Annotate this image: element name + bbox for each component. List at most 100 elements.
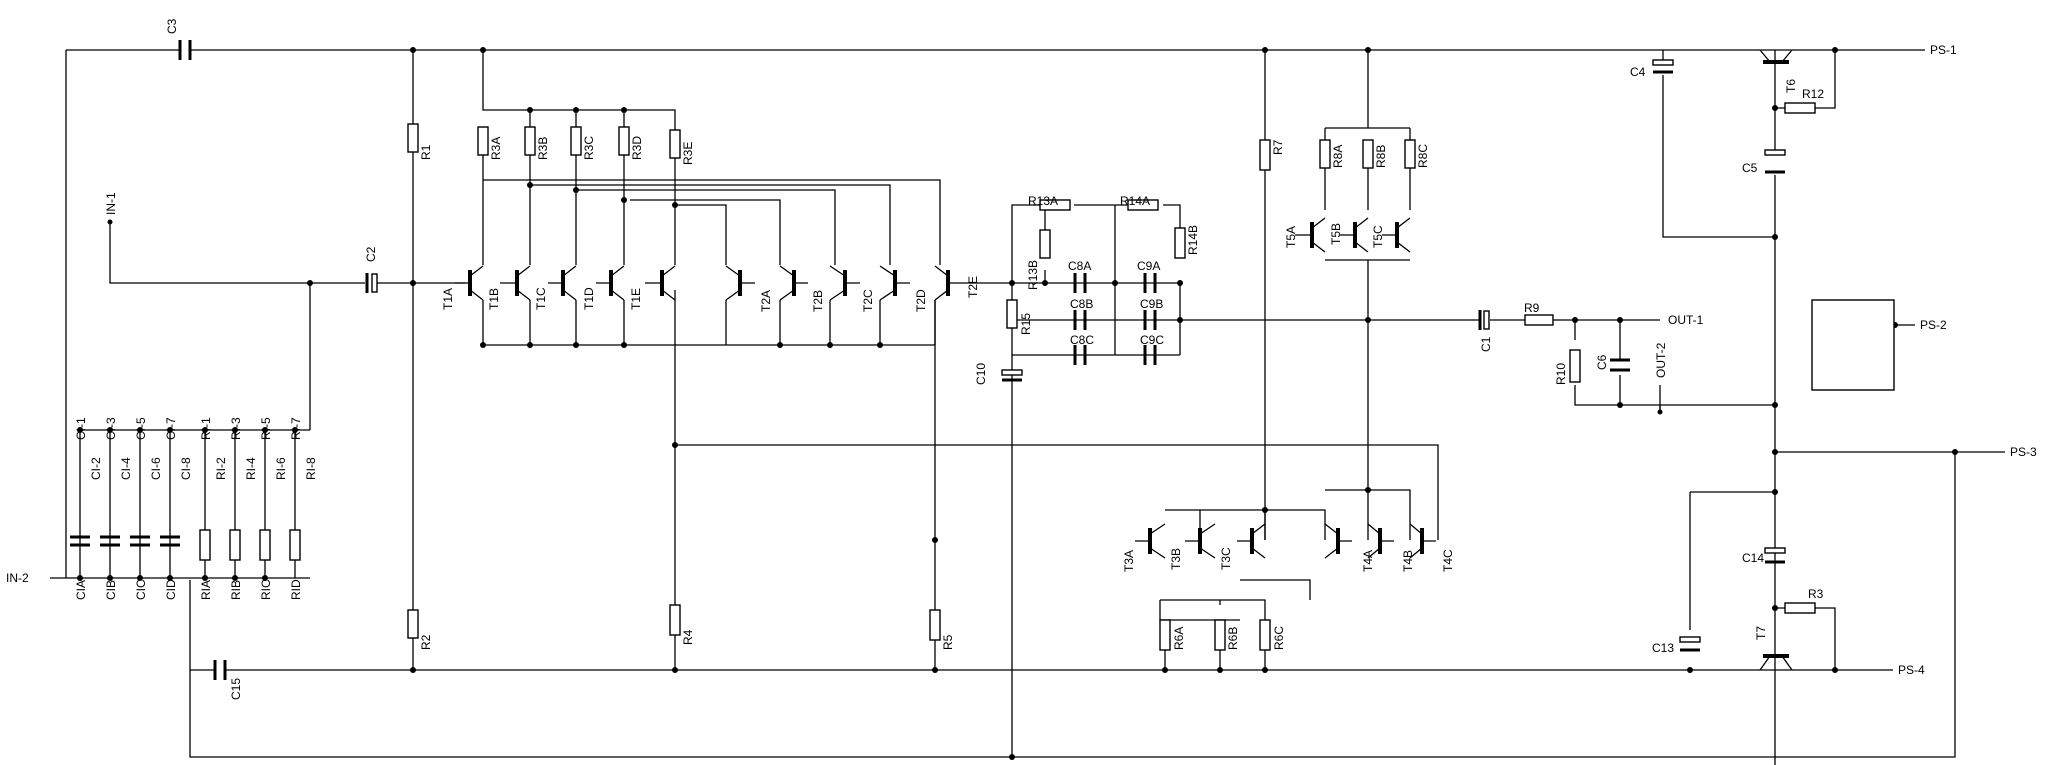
label-t3c: T3C (1219, 547, 1233, 570)
label-rib: RIB (229, 580, 243, 600)
label-c5: C5 (1742, 161, 1758, 175)
resistor-r12 (1784, 102, 1816, 114)
transistor-t5a (1295, 217, 1326, 253)
net-label-ps-4: PS-4 (1898, 663, 1925, 677)
label-ci-7: CI-7 (164, 417, 178, 440)
component-labels: C3 R1 R2 R3A R3B R3C R3D R3E R4 R5 R6A R… (74, 18, 1824, 700)
label-r5: R5 (941, 634, 955, 650)
label-r8b: R8B (1374, 145, 1388, 168)
label-cid: CID (164, 579, 178, 600)
label-c2: C2 (364, 246, 378, 262)
label-c9a: C9A (1137, 259, 1160, 273)
label-r8a: R8A (1331, 145, 1345, 168)
net-label-in-2: IN-2 (6, 571, 29, 585)
label-r10: R10 (1554, 363, 1568, 385)
capacitor-c1 (1478, 310, 1490, 330)
capacitor-c8c (1073, 345, 1087, 365)
label-c15: C15 (229, 678, 243, 700)
transistor-t7 (1759, 654, 1793, 671)
label-c10: C10 (974, 363, 988, 385)
label-r2: R2 (419, 634, 433, 650)
capacitor-c9b (1143, 310, 1157, 330)
label-ci-8: CI-8 (179, 457, 193, 480)
label-r13b: R13B (1026, 260, 1040, 290)
net-label-in-1: IN-1 (104, 192, 118, 215)
capacitor-c6 (1610, 358, 1630, 372)
transistor-t1b (500, 265, 531, 301)
label-cib: CIB (104, 580, 118, 600)
label-ri-5: RI-5 (259, 417, 273, 440)
label-c8b: C8B (1070, 297, 1093, 311)
label-ri-7: RI-7 (289, 417, 303, 440)
label-c3: C3 (165, 18, 179, 34)
resistor-r3c (570, 126, 582, 156)
label-t1c: T1C (534, 287, 548, 310)
resistor-r15 (1006, 299, 1018, 329)
label-t5c: T5C (1371, 225, 1385, 248)
resistor-r10 (1569, 349, 1581, 383)
label-r6c: R6C (1272, 626, 1286, 650)
label-c4: C4 (1630, 65, 1646, 79)
capacitor-cia (70, 535, 90, 547)
resistor-r4 (669, 604, 681, 636)
label-c9b: C9B (1140, 297, 1163, 311)
net-label-ps-2: PS-2 (1920, 318, 1947, 332)
label-t3b: T3B (1169, 548, 1183, 570)
capacitor-c8b (1073, 310, 1087, 330)
resistor-r3b (524, 126, 536, 156)
label-ri-2: RI-2 (214, 457, 228, 480)
label-t7: T7 (1754, 626, 1768, 640)
label-ri-6: RI-6 (274, 457, 288, 480)
label-r15: R15 (1019, 313, 1033, 335)
transistor-t1c (548, 265, 577, 301)
resistor-r3a (477, 126, 489, 156)
transistor-t1e (645, 265, 676, 301)
transistor-t5b (1340, 217, 1369, 253)
capacitor-c8a (1073, 273, 1087, 293)
transistor-t4b (1367, 523, 1394, 559)
label-c13: C13 (1652, 641, 1674, 655)
label-ci-2: CI-2 (89, 457, 103, 480)
label-t4a: T4A (1361, 550, 1375, 572)
label-cic: CIC (134, 579, 148, 600)
capacitor-c3 (178, 40, 192, 60)
resistor-r5 (929, 609, 941, 641)
resistor-rib (229, 529, 241, 561)
resistor-r8b (1362, 139, 1374, 169)
resistor-r14b (1174, 227, 1186, 259)
label-r3c: R3C (582, 136, 596, 160)
transistor-t5c (1382, 217, 1411, 253)
label-r3: R3 (1808, 587, 1824, 601)
label-r1: R1 (419, 144, 433, 160)
label-t1b: T1B (487, 288, 501, 310)
resistor-ric (259, 529, 271, 561)
label-t2b: T2B (811, 290, 825, 312)
transistor-t3c (1237, 523, 1266, 559)
resistor-r7 (1259, 139, 1271, 171)
resistor-r3 (1784, 602, 1816, 614)
label-c6: C6 (1595, 354, 1609, 370)
transistor-t4a (1324, 523, 1352, 559)
resistor-r2 (407, 609, 419, 639)
label-r6a: R6A (1172, 627, 1186, 650)
capacitor-c14 (1764, 547, 1786, 564)
transistor-t4c (1409, 523, 1436, 559)
label-r3a: R3A (489, 137, 503, 160)
label-rid: RID (289, 579, 303, 600)
label-r14a: R14A (1120, 194, 1150, 208)
label-ric: RIC (259, 579, 273, 600)
net-label-out-2: OUT-2 (1654, 342, 1668, 378)
resistor-r3d (618, 126, 630, 156)
net-label-out-1: OUT-1 (1668, 313, 1704, 327)
terminal-stubs (107, 219, 1663, 415)
label-cia: CIA (74, 580, 88, 600)
capacitor-cid (160, 535, 180, 547)
input-tap-labels: CI-1 CI-2 CI-3 CI-4 CI-5 CI-6 CI-7 CI-8 … (74, 417, 318, 480)
label-c8c: C8C (1070, 333, 1094, 347)
net-label-ps-1: PS-1 (1930, 43, 1957, 57)
label-ci-6: CI-6 (149, 457, 163, 480)
transistor-t3a (1135, 523, 1166, 559)
label-t4c: T4C (1441, 549, 1455, 572)
capacitor-c13 (1679, 636, 1701, 652)
resistor-r6a (1159, 619, 1171, 651)
